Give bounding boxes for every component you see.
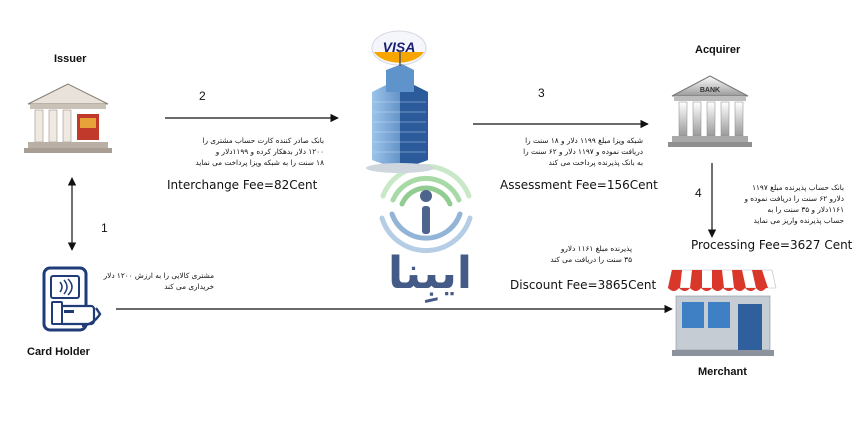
svg-text:VISA: VISA — [383, 39, 416, 55]
discount-fee: Discount Fee=3865Cent — [510, 278, 657, 292]
issuer-bank-icon — [24, 83, 112, 153]
assessment-fee: Assessment Fee=156Cent — [500, 178, 658, 192]
interchange-fee: Interchange Fee=82Cent — [167, 178, 318, 192]
processing-fee: Processing Fee=3627 Cent — [691, 238, 853, 252]
merchant-shop-icon — [667, 269, 777, 356]
step-number-4: 4 — [695, 186, 702, 200]
visa-building-icon — [366, 50, 434, 173]
step-number-3: 3 — [538, 86, 545, 100]
node-label-merchant: Merchant — [698, 366, 747, 378]
watermark-logo — [379, 163, 473, 253]
card-terminal-icon — [42, 266, 102, 332]
acquirer-bank-icon: BANK — [668, 75, 752, 147]
svg-text:BANK: BANK — [700, 87, 720, 94]
node-label-card-holder: Card Holder — [27, 346, 90, 358]
node-label-acquirer: Acquirer — [695, 44, 741, 56]
watermark-text: ایبِنا — [388, 248, 472, 304]
visa-logo: VISA — [371, 30, 427, 66]
node-label-issuer: Issuer — [54, 53, 87, 65]
step-number-1: 1 — [101, 221, 108, 235]
step-number-2: 2 — [199, 89, 206, 103]
